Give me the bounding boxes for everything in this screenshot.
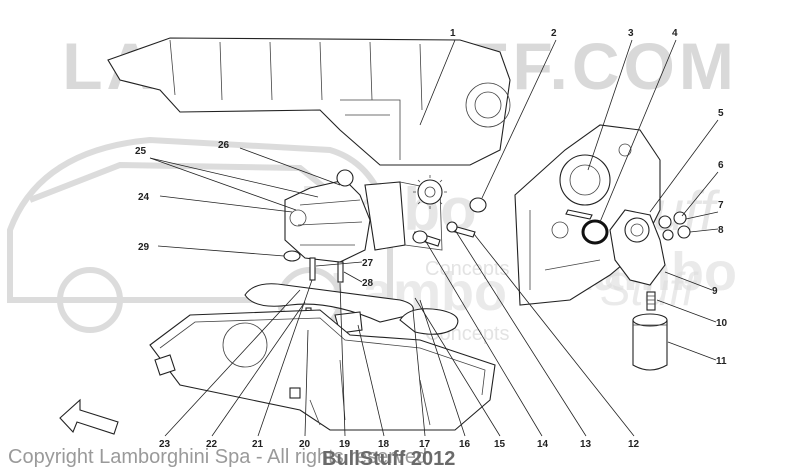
bolt-parts [412, 209, 593, 247]
callout-21: 21 [252, 439, 264, 450]
callout-23: 23 [159, 439, 171, 450]
callout-28: 28 [362, 278, 374, 289]
callout-8: 8 [718, 225, 724, 236]
direction-arrow-icon [59, 398, 119, 435]
callout-25: 25 [135, 146, 147, 157]
callout-27: 27 [362, 258, 374, 269]
callout-3: 3 [628, 28, 634, 39]
filter-stud-part [646, 291, 656, 311]
callout-22: 22 [206, 439, 218, 450]
callout-5: 5 [718, 108, 724, 119]
seal-ring-part [581, 219, 609, 245]
callout-10: 10 [716, 318, 728, 329]
callout-13: 13 [580, 439, 592, 450]
callout-15: 15 [494, 439, 506, 450]
callout-14: 14 [537, 439, 549, 450]
watermark-overlay-text: BullStuff 2012 [322, 448, 456, 470]
callout-24: 24 [138, 192, 150, 203]
copyright-footer: Copyright Lamborghini Spa - All rights r… [8, 446, 428, 468]
callout-9: 9 [712, 286, 718, 297]
callout-19: 19 [339, 439, 351, 450]
filter-housing-part [609, 209, 666, 286]
oil-pan-part [149, 309, 496, 431]
callout-11: 11 [716, 356, 727, 367]
o-ring-part [469, 197, 487, 213]
callout-1: 1 [450, 28, 456, 39]
small-o-ring-part [283, 250, 301, 262]
callout-4: 4 [672, 28, 678, 39]
callout-16: 16 [459, 439, 471, 450]
callout-18: 18 [378, 439, 390, 450]
oil-filter-part [632, 313, 668, 371]
callout-6: 6 [718, 160, 724, 171]
sprocket-part [413, 175, 447, 209]
callout-labels: 1 2 3 4 5 6 7 8 9 10 11 12 13 14 15 16 1… [135, 28, 728, 450]
callout-12: 12 [628, 439, 640, 450]
callout-20: 20 [299, 439, 311, 450]
callout-7: 7 [718, 200, 724, 211]
watermark-word: Concepts [425, 258, 510, 280]
callout-17: 17 [419, 439, 431, 450]
callout-2: 2 [551, 28, 557, 39]
callout-26: 26 [218, 140, 230, 151]
plug-parts [658, 211, 691, 241]
callout-29: 29 [138, 242, 150, 253]
engine-block-part [107, 37, 511, 166]
leader-lines [149, 39, 719, 437]
oil-pump-part [284, 169, 443, 263]
